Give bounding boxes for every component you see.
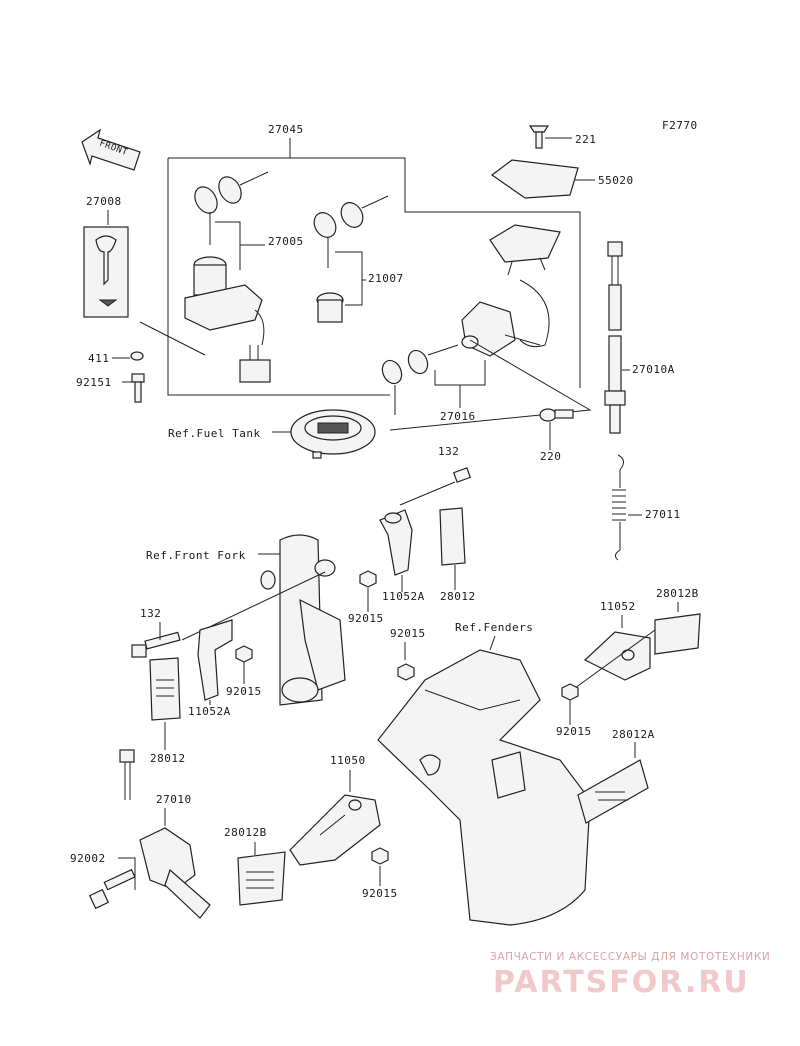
bracket-11052A-lower (197, 619, 233, 701)
part-220-label: 220 (540, 450, 561, 463)
part-55020-label: 55020 (598, 174, 634, 187)
front-fork (260, 534, 346, 706)
reflector-28012B-upper (654, 613, 701, 655)
reflector-28012-upper (439, 507, 466, 566)
ref-fuel-tank: Ref.Fuel Tank (168, 427, 261, 440)
switch-27010 (119, 749, 211, 919)
part-411-label: 411 (88, 352, 109, 365)
part-92151-label: 92151 (76, 376, 112, 389)
bolt-92002 (88, 868, 136, 910)
bolt-92151 (131, 373, 145, 403)
part-11050-label: 11050 (330, 754, 366, 767)
part-11052A-lower-label: 11052A (188, 705, 231, 718)
part-92015-a-label: 92015 (348, 612, 384, 625)
cover-55020 (490, 159, 579, 199)
bracket-11050 (289, 794, 381, 866)
nut-92015-c (397, 663, 415, 681)
figure-code: F2770 (662, 119, 698, 132)
ignition-switch (184, 256, 271, 383)
part-132-lower-label: 132 (140, 607, 161, 620)
part-132-upper-label: 132 (438, 445, 459, 458)
part-11052-label: 11052 (600, 600, 636, 613)
part-221-label: 221 (575, 133, 596, 146)
screw-220 (539, 408, 574, 422)
nut-92015-b (235, 645, 253, 663)
part-92015-b-label: 92015 (226, 685, 262, 698)
nut-92015-a (359, 570, 377, 588)
switch-27010A (604, 241, 626, 434)
washer-411 (130, 351, 144, 361)
front-arrow-icon: FRONT (81, 128, 141, 171)
part-92015-c-label: 92015 (390, 627, 426, 640)
part-27011-label: 27011 (645, 508, 681, 521)
screw-221 (528, 125, 550, 149)
part-11052A-upper-label: 11052A (382, 590, 425, 603)
key-blank-27008 (83, 226, 129, 318)
ref-front-fork: Ref.Front Fork (146, 549, 246, 562)
part-28012A-label: 28012A (612, 728, 655, 741)
part-27008-label: 27008 (86, 195, 122, 208)
rear-fender (377, 649, 591, 926)
bracket-11052 (583, 631, 651, 681)
seat-lock-bracket (489, 224, 561, 348)
part-27005-label: 27005 (268, 235, 304, 248)
part-92015-d-label: 92015 (556, 725, 592, 738)
part-28012B-upper-label: 28012B (656, 587, 699, 600)
ref-fenders: Ref.Fenders (455, 621, 533, 634)
part-92002-label: 92002 (70, 852, 106, 865)
part-28012-lower-label: 28012 (150, 752, 186, 765)
leader-27045 (167, 138, 581, 396)
watermark-logo: PARTSFOR.RU (493, 965, 750, 1000)
nut-92015-e (371, 847, 389, 865)
part-27010A-label: 27010A (632, 363, 675, 376)
reflector-28012A (577, 759, 649, 824)
bracket-11052A-upper (379, 509, 413, 576)
part-92015-e-label: 92015 (362, 887, 398, 900)
part-21007-label: 21007 (368, 272, 404, 285)
reflector-28012B-lower (237, 851, 286, 906)
keys-21007 (313, 195, 389, 323)
part-27016-label: 27016 (440, 410, 476, 423)
part-28012B-lower-label: 28012B (224, 826, 267, 839)
part-27045-label: 27045 (268, 123, 304, 136)
watermark-tagline: ЗАПЧАСТИ И АКСЕССУАРЫ ДЛЯ МОТОТЕХНИКИ (490, 951, 770, 963)
fuel-cap (290, 409, 376, 459)
ignition-keys-27005 (194, 171, 269, 245)
reflector-28012-lower (149, 657, 181, 721)
spring-27011 (612, 454, 626, 561)
seat-lock-27016 (381, 301, 541, 415)
part-28012-upper-label: 28012 (440, 590, 476, 603)
bolt-132-upper (399, 467, 472, 506)
bolt-132-lower (131, 631, 181, 658)
nut-92015-d (561, 683, 579, 701)
part-27010-label: 27010 (156, 793, 192, 806)
